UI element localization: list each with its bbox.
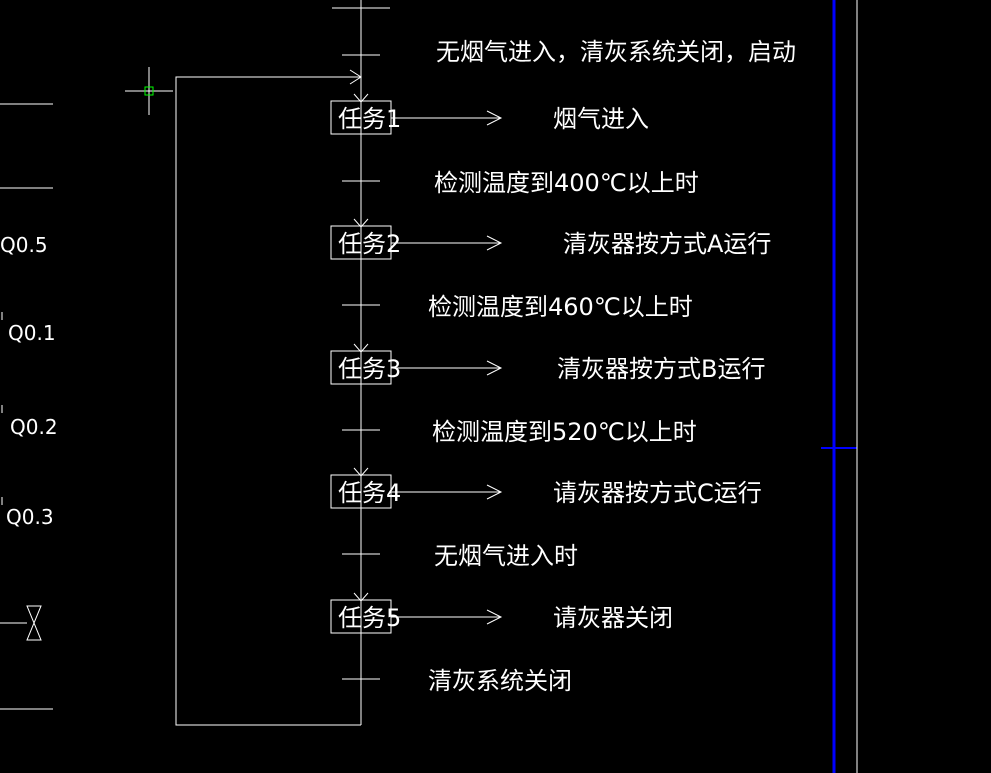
step-action-label: 请灰器关闭 xyxy=(553,604,673,632)
transition-label: 清灰系统关闭 xyxy=(428,667,572,695)
action-arrow-icon xyxy=(486,360,503,376)
label-q02: Q0.2 xyxy=(10,415,58,439)
step-box-label: 任务1 xyxy=(338,105,401,133)
step-box-label: 任务5 xyxy=(338,604,401,632)
label-q05: Q0.5 xyxy=(0,233,48,257)
step-entry-arrow-icon xyxy=(353,467,369,477)
label-q03: Q0.3 xyxy=(6,505,54,529)
transition-label: 检测温度到460℃以上时 xyxy=(428,293,693,321)
action-arrow-icon xyxy=(486,110,503,126)
step-entry-arrow-icon xyxy=(353,218,369,228)
loop-back-line xyxy=(175,76,361,726)
step-entry-arrow-icon xyxy=(353,343,369,353)
step-box-label: 任务4 xyxy=(338,479,401,507)
action-arrow-icon xyxy=(486,484,503,500)
step-box-label: 任务3 xyxy=(338,355,401,383)
loop-arrow-icon xyxy=(349,69,362,85)
label-q01: Q0.1 xyxy=(8,321,56,345)
step-entry-arrow-icon xyxy=(353,93,369,103)
transition-label: 检测温度到400℃以上时 xyxy=(434,169,699,197)
step-action-label: 请灰器按方式C运行 xyxy=(553,479,762,507)
transition-label-top: 无烟气进入，清灰系统关闭，启动 xyxy=(436,38,796,66)
step-entry-arrow-icon xyxy=(353,592,369,602)
step-action-label: 清灰器按方式B运行 xyxy=(557,355,765,383)
transition-label: 无烟气进入时 xyxy=(434,542,578,570)
valve-icon xyxy=(26,605,42,641)
step-box-label: 任务2 xyxy=(338,230,401,258)
crosshair-cursor-icon xyxy=(125,67,173,115)
step-action-label: 清灰器按方式A运行 xyxy=(563,230,771,258)
step-action-label: 烟气进入 xyxy=(553,105,649,133)
action-arrow-icon xyxy=(486,609,503,625)
left-ladder-fragment xyxy=(0,103,53,710)
action-arrow-icon xyxy=(486,235,503,251)
transition-label: 检测温度到520℃以上时 xyxy=(432,418,697,446)
